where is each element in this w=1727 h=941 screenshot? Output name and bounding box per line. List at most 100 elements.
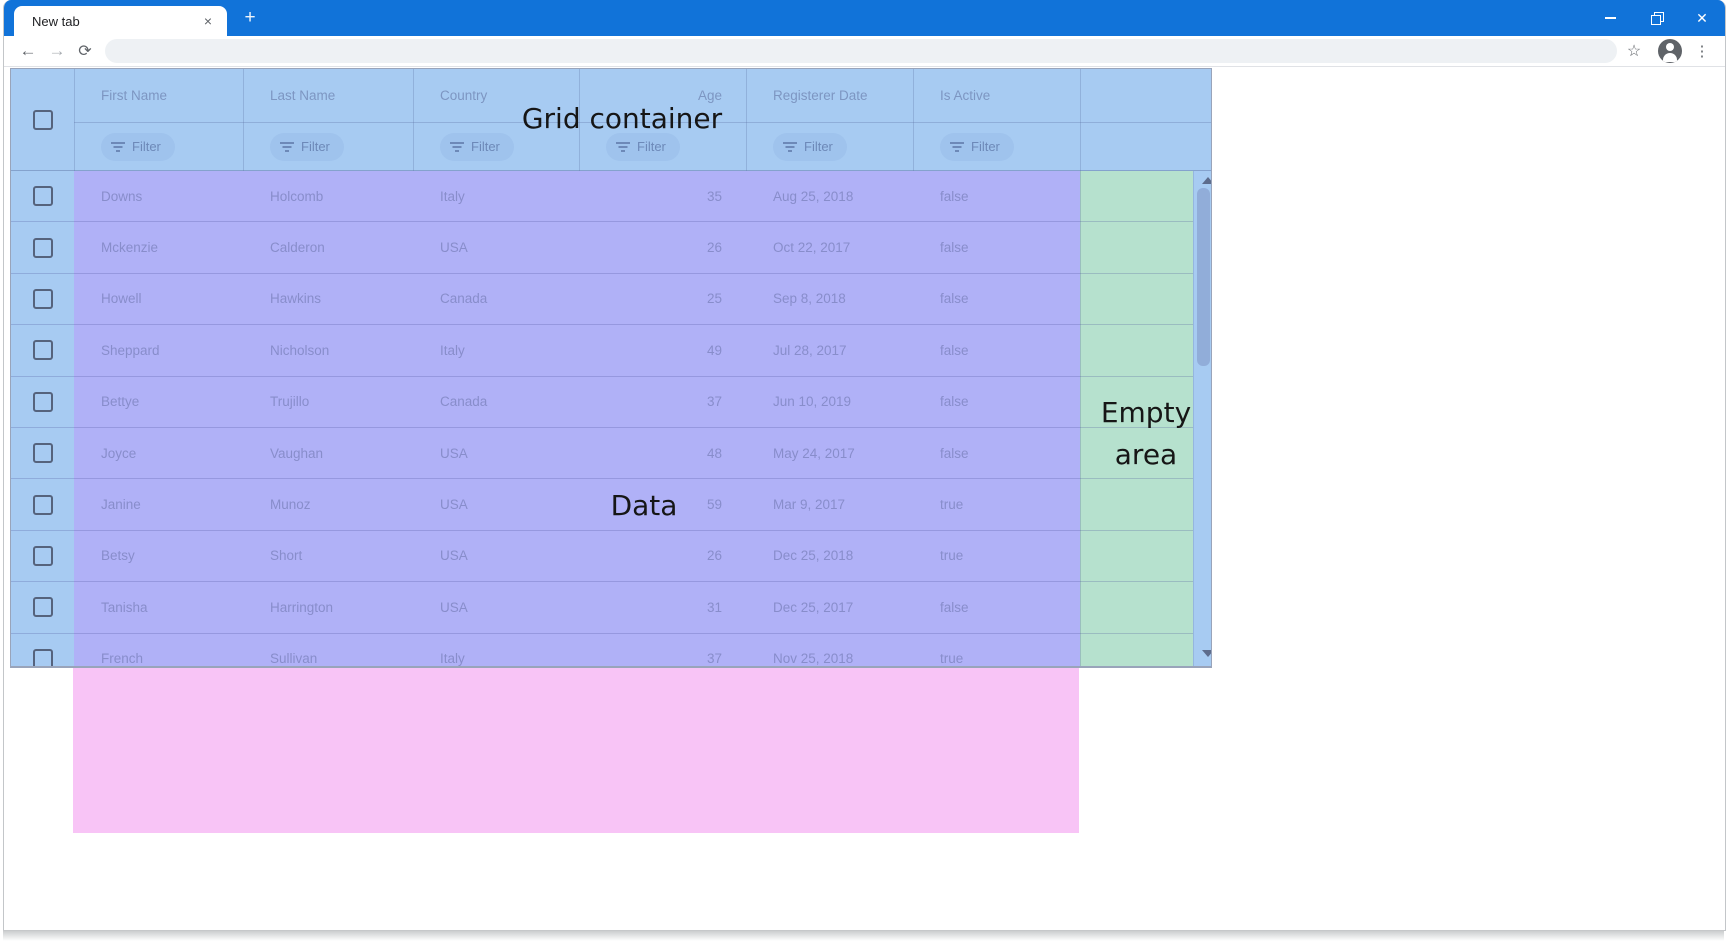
cell-first_name: French bbox=[101, 651, 144, 667]
tab-close-icon[interactable]: × bbox=[203, 13, 213, 29]
row-checkbox[interactable] bbox=[32, 494, 53, 515]
filter-button-label: Filter bbox=[471, 139, 500, 154]
cell-is_active: false bbox=[940, 445, 969, 461]
header-filter-row: Filter Filter Filter Filter Filter Filter bbox=[11, 122, 1211, 171]
cell-last_name: Harrington bbox=[270, 599, 334, 615]
data-region bbox=[74, 171, 1080, 666]
cell-is_active: true bbox=[940, 497, 964, 513]
cell-age: 26 bbox=[706, 548, 722, 564]
filter-button-country[interactable]: Filter bbox=[440, 132, 514, 161]
filter-button-label: Filter bbox=[637, 139, 666, 154]
scrollbar-up-arrow[interactable] bbox=[1202, 177, 1211, 184]
cell-first_name: Sheppard bbox=[101, 342, 160, 358]
reload-button[interactable]: ⟳ bbox=[78, 43, 92, 60]
grid-container-label: Grid container bbox=[521, 102, 723, 135]
row-checkbox-cell bbox=[11, 531, 74, 581]
row-checkbox[interactable] bbox=[32, 237, 53, 258]
cell-country: Italy bbox=[440, 651, 465, 667]
column-header-first_name[interactable]: First Name bbox=[101, 88, 168, 103]
cell-age: 48 bbox=[706, 445, 722, 461]
cell-first_name: Janine bbox=[101, 497, 141, 513]
column-header-registerer_date[interactable]: Registerer Date bbox=[773, 88, 868, 103]
scrollbar-thumb[interactable] bbox=[1197, 188, 1210, 366]
empty-area-region bbox=[1080, 171, 1193, 666]
cell-last_name: Hawkins bbox=[270, 291, 322, 307]
bookmark-star-icon[interactable]: ☆ bbox=[1626, 43, 1642, 60]
cell-registerer_date: Mar 9, 2017 bbox=[773, 497, 846, 513]
cell-first_name: Howell bbox=[101, 291, 142, 307]
column-header-age[interactable]: Age bbox=[697, 88, 722, 103]
cell-is_active: false bbox=[940, 291, 969, 307]
cell-is_active: true bbox=[940, 651, 964, 667]
data-overflow-region bbox=[73, 668, 1079, 833]
data-grid-container: First Name Last Name Country Age Registerer … bbox=[10, 68, 1212, 668]
address-bar[interactable] bbox=[105, 39, 1617, 63]
row-checkbox-cell bbox=[11, 274, 74, 324]
cell-last_name: Calderon bbox=[270, 240, 325, 256]
scrollbar-down-arrow[interactable] bbox=[1202, 650, 1211, 657]
filter-icon bbox=[616, 141, 630, 152]
select-all-cell bbox=[11, 69, 74, 171]
row-checkbox[interactable] bbox=[32, 545, 53, 566]
select-all-checkbox[interactable] bbox=[32, 110, 53, 130]
filter-button-last_name[interactable]: Filter bbox=[270, 132, 344, 161]
minimize-icon bbox=[1604, 17, 1616, 19]
profile-avatar[interactable] bbox=[1656, 36, 1684, 66]
row-checkbox-cell bbox=[11, 634, 74, 666]
forward-button[interactable]: → bbox=[48, 41, 66, 60]
restore-icon bbox=[1651, 12, 1664, 25]
back-button[interactable]: ← bbox=[19, 41, 37, 60]
cell-registerer_date: Oct 22, 2017 bbox=[773, 240, 851, 256]
cell-registerer_date: May 24, 2017 bbox=[773, 445, 855, 461]
cell-first_name: Joyce bbox=[101, 445, 137, 461]
cell-last_name: Nicholson bbox=[270, 342, 330, 358]
row-checkbox[interactable] bbox=[32, 186, 53, 207]
filter-icon bbox=[280, 141, 294, 152]
row-checkbox[interactable] bbox=[32, 288, 53, 309]
window-shadow bbox=[3, 930, 1724, 941]
cell-last_name: Trujillo bbox=[270, 394, 310, 410]
close-button[interactable]: ✕ bbox=[1679, 0, 1725, 36]
tab-title: New tab bbox=[32, 14, 80, 29]
cell-is_active: true bbox=[940, 548, 964, 564]
column-header-country[interactable]: Country bbox=[440, 88, 488, 103]
column-header-last_name[interactable]: Last Name bbox=[270, 88, 336, 103]
browser-titlebar: New tab × + ✕ bbox=[4, 0, 1725, 36]
cell-age: 37 bbox=[706, 394, 722, 410]
row-checkbox[interactable] bbox=[32, 443, 53, 464]
row-checkbox[interactable] bbox=[32, 597, 53, 618]
row-checkbox[interactable] bbox=[32, 391, 53, 412]
cell-age: 26 bbox=[706, 240, 722, 256]
cell-first_name: Mckenzie bbox=[101, 240, 159, 256]
cell-first_name: Tanisha bbox=[101, 599, 148, 615]
cell-age: 37 bbox=[706, 651, 722, 667]
close-icon: ✕ bbox=[1696, 10, 1708, 26]
maximize-button[interactable] bbox=[1633, 0, 1679, 36]
filter-button-age[interactable]: Filter bbox=[606, 132, 680, 161]
filter-button-first_name[interactable]: Filter bbox=[101, 132, 175, 161]
new-tab-button[interactable]: + bbox=[244, 7, 256, 28]
row-checkbox[interactable] bbox=[32, 648, 53, 666]
browser-menu-button[interactable]: ⋮ bbox=[1694, 43, 1710, 60]
cell-last_name: Munoz bbox=[270, 497, 311, 513]
filter-button-is_active[interactable]: Filter bbox=[940, 132, 1014, 161]
column-header-is_active[interactable]: Is Active bbox=[940, 88, 991, 103]
browser-tab[interactable]: New tab × bbox=[14, 6, 227, 36]
browser-toolbar: ← → ⟳ ☆ ⋮ bbox=[4, 36, 1725, 67]
minimize-button[interactable] bbox=[1587, 0, 1633, 36]
row-checkbox[interactable] bbox=[32, 340, 53, 361]
cell-first_name: Bettye bbox=[101, 394, 140, 410]
filter-button-registerer_date[interactable]: Filter bbox=[773, 132, 847, 161]
row-checkbox-cell bbox=[11, 171, 74, 221]
